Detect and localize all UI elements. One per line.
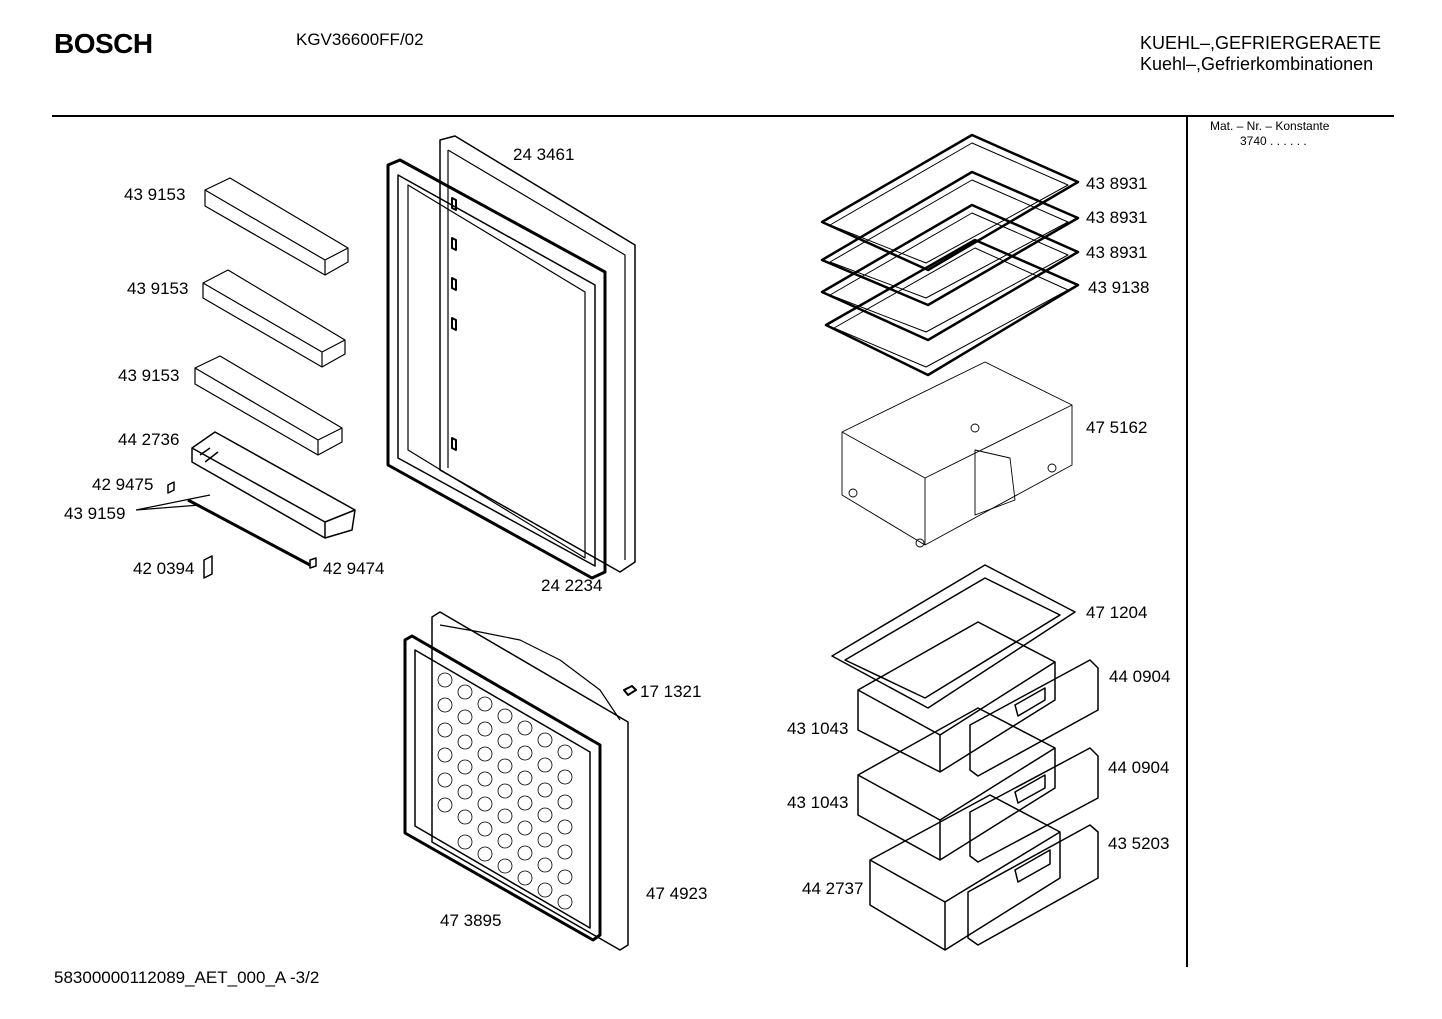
part-label-drawer-body-2: 43 1043 — [787, 793, 849, 812]
glass-shelves — [820, 133, 1080, 377]
mat-nr-label: Mat. – Nr. – Konstante — [1210, 119, 1330, 133]
part-label-drawer-front-2: 44 0904 — [1108, 758, 1170, 777]
part-label-tray-lid: 47 1204 — [1086, 603, 1148, 622]
door-shelf-lower — [194, 355, 343, 456]
tray-lid — [831, 564, 1076, 709]
part-label-bottle-shelf: 44 2736 — [118, 430, 180, 449]
model-number: KGV36600FF/02 — [296, 30, 424, 49]
drawer-1 — [857, 621, 1099, 777]
part-label-freezer-door: 47 4923 — [646, 884, 708, 903]
mat-nr-value: 3740 . . . . . . — [1240, 134, 1307, 148]
freezer-door — [403, 611, 637, 951]
drawer-2 — [857, 707, 1099, 863]
sidebar-divider — [1186, 117, 1188, 967]
door-shelf-middle — [202, 269, 346, 368]
part-label-door-frame: 24 3461 — [513, 145, 575, 164]
drawer-3 — [869, 794, 1099, 951]
category-subtitle: Kuehl–,Gefrierkombinationen — [1140, 54, 1374, 74]
category-title: KUEHL–,GEFRIERGERAETE — [1140, 33, 1382, 53]
part-label-clip-left: 42 9475 — [92, 475, 154, 494]
part-label-drawer-body-3: 44 2737 — [802, 879, 864, 898]
part-label-drawer-front-3: 43 5203 — [1108, 834, 1170, 853]
crisper-box — [841, 361, 1073, 548]
part-label-rail: 43 9159 — [64, 504, 126, 523]
part-label-hinge-part: 17 1321 — [640, 682, 702, 701]
part-label-crisper-box: 47 5162 — [1086, 418, 1148, 437]
part-label-glass-3: 43 8931 — [1086, 243, 1148, 262]
door-shelf-top — [204, 177, 349, 276]
part-label-shelf-middle: 43 9153 — [127, 279, 189, 298]
document-id: 58300000112089_AET_000_A -3/2 — [54, 968, 320, 987]
part-label-freezer-gasket: 47 3895 — [440, 911, 502, 930]
part-label-door-gasket: 24 2234 — [541, 576, 603, 595]
header-divider — [52, 115, 1394, 117]
part-label-glass-1: 43 8931 — [1086, 174, 1148, 193]
part-label-bracket: 42 0394 — [133, 559, 195, 578]
part-label-drawer-front-1: 44 0904 — [1109, 667, 1171, 686]
part-label-shelf-top: 43 9153 — [124, 185, 186, 204]
bottle-shelf — [191, 431, 356, 539]
fridge-door — [386, 135, 636, 580]
part-label-glass-2: 43 8931 — [1086, 208, 1148, 227]
freezer-door-dimple-pattern — [437, 672, 573, 910]
part-label-drawer-body-1: 43 1043 — [787, 719, 849, 738]
part-label-clip-right: 42 9474 — [323, 559, 385, 578]
brand-logo: BOSCH — [54, 28, 153, 59]
part-label-glass-4: 43 9138 — [1088, 278, 1150, 297]
part-label-shelf-lower: 43 9153 — [118, 366, 180, 385]
rail-and-clips — [135, 481, 317, 579]
